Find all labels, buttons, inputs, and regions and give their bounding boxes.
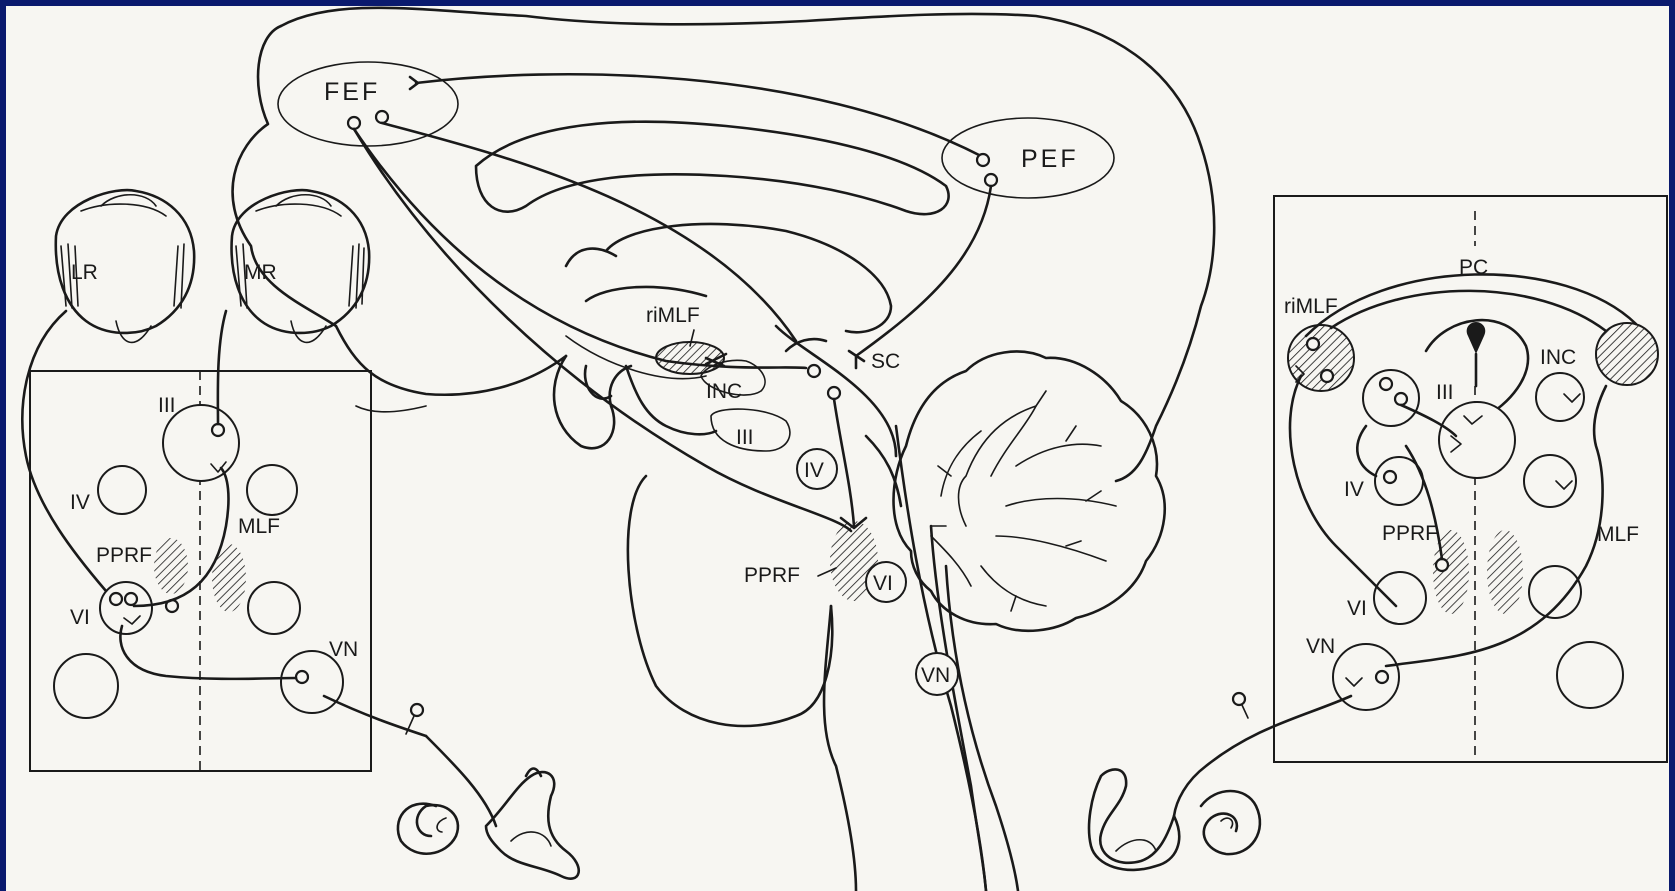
left-inner-ear xyxy=(398,736,579,879)
right-iii-label: III xyxy=(1436,381,1454,404)
left-iv-nucleus xyxy=(98,466,146,514)
inc-center-label: INC xyxy=(706,380,742,403)
right-extra-nucleus xyxy=(1557,642,1623,708)
fef-pef-terminal xyxy=(410,77,418,89)
sc-pprf-pathway xyxy=(834,399,854,526)
fef-sc-pathway xyxy=(382,123,796,341)
left-iv-nucleus-right xyxy=(247,465,297,515)
right-vn-label: VN xyxy=(1306,635,1335,658)
left-mlf-label: MLF xyxy=(238,515,280,538)
left-iii-label: III xyxy=(158,394,176,417)
rimlf-center-label: riMLF xyxy=(646,304,700,327)
vi-center-label: VI xyxy=(873,572,893,595)
right-iii-nucleus xyxy=(1439,402,1515,478)
right-vi-nucleus xyxy=(1374,572,1426,624)
left-pprf-label: PPRF xyxy=(96,544,152,567)
right-inner-ear xyxy=(1089,769,1260,869)
right-panel: PC riMLF III INC IV PPRF MLF xyxy=(1174,196,1667,816)
left-pprf-area xyxy=(154,538,188,594)
pprf-center-label: PPRF xyxy=(744,564,800,587)
left-vi-nucleus xyxy=(100,582,152,634)
pef-region: PEF xyxy=(942,118,1114,198)
left-panel: LR MR III IV PPRF MLF VI xyxy=(22,190,426,771)
fef-label: FEF xyxy=(324,78,380,106)
sc-label: SC xyxy=(871,350,900,373)
fef-pef-pathway xyxy=(416,74,981,156)
right-vn-ear-pathway xyxy=(1174,696,1351,816)
right-inc-label: INC xyxy=(1540,346,1576,369)
fef-pprf-pathway xyxy=(354,129,851,531)
left-vn-label: VN xyxy=(329,638,358,661)
right-iv-label: IV xyxy=(1344,478,1364,501)
lr-label: LR xyxy=(71,261,98,284)
fef-region: FEF xyxy=(278,62,458,146)
iii-center-label: III xyxy=(736,426,754,449)
left-lr-nerve xyxy=(22,311,106,591)
left-eye-mr: MR xyxy=(232,190,370,342)
cerebellum xyxy=(894,352,1165,631)
left-extra-nucleus xyxy=(54,654,118,718)
right-iii-left-nucleus xyxy=(1363,370,1419,426)
right-mlf-label: MLF xyxy=(1597,523,1639,546)
right-pprf-area-right xyxy=(1487,530,1523,614)
right-rimlf-label: riMLF xyxy=(1284,295,1338,318)
left-vi-nucleus-right xyxy=(248,582,300,634)
left-eye-lr: LR xyxy=(56,190,194,342)
right-iv-nucleus-right xyxy=(1524,455,1576,507)
left-vi-label: VI xyxy=(70,606,90,629)
oculomotor-pathways-diagram: FEF PEF riMLF INC III IV VI PPRF VN xyxy=(6,6,1669,891)
iv-center-label: IV xyxy=(804,459,824,482)
pef-label: PEF xyxy=(1021,145,1079,173)
left-iv-label: IV xyxy=(70,491,90,514)
left-mr-nerve xyxy=(218,311,226,424)
right-vi-nucleus-right xyxy=(1529,566,1581,618)
right-vi-label: VI xyxy=(1347,597,1367,620)
right-rimlf-right xyxy=(1596,323,1658,385)
left-vn-ear-pathway xyxy=(324,696,426,736)
right-pprf-label: PPRF xyxy=(1382,522,1438,545)
right-pc-commissure xyxy=(1331,291,1606,331)
pef-sc-pathway xyxy=(856,186,991,356)
brain-outline xyxy=(233,8,1215,891)
diagram-canvas: FEF PEF riMLF INC III IV VI PPRF VN xyxy=(6,6,1669,891)
central-nuclei: riMLF INC III IV VI PPRF VN xyxy=(646,304,958,695)
vn-center-label: VN xyxy=(921,664,950,687)
fef-rimlf-pathway xyxy=(354,129,806,368)
mr-label: MR xyxy=(244,261,277,284)
